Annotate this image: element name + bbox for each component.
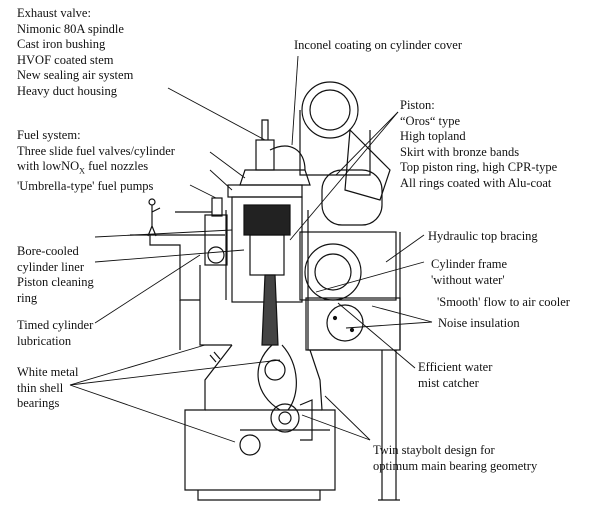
water-mist-line-1: Efficient water [418,360,493,374]
fuel-system-line-2: with lowNOX fuel nozzles [17,159,175,179]
staybolt-line-1: Twin staybolt design for [373,443,495,457]
piston-line-2: High topland [400,129,466,143]
exhaust-valve-label: Exhaust valve: Nimonic 80A spindle Cast … [17,6,133,99]
fuel-system-line-3: 'Umbrella-type' fuel pumps [17,179,154,193]
exhaust-valve-heading: Exhaust valve: [17,6,91,20]
turbocharger [299,81,391,226]
white-metal-line-1: White metal [17,365,79,379]
exhaust-valve-line-2: Cast iron bushing [17,37,106,51]
noise-insulation-label: Noise insulation [438,316,520,332]
piston-line-5: All rings coated with Alu-coat [400,175,552,190]
cylinder-frame-line-1: Cylinder frame [431,257,508,271]
bore-cooled-line-3: Piston cleaning [17,275,94,289]
staybolt-label: Twin staybolt design for optimum main be… [373,443,537,474]
inconel-label: Inconel coating on cylinder cover [294,38,462,54]
cylinder-frame-line-2: 'without water' [431,272,505,287]
hydraulic-label: Hydraulic top bracing [428,229,538,245]
white-metal-line-2: thin shell [17,380,64,395]
staybolt-line-2: optimum main bearing geometry [373,458,538,473]
exhaust-valve-line-5: Heavy duct housing [17,83,117,98]
inconel-text: Inconel coating on cylinder cover [294,38,462,52]
smooth-flow-label: 'Smooth' flow to air cooler [437,295,570,311]
bore-cooled-line-4: ring [17,290,38,305]
noise-insulation-text: Noise insulation [438,316,520,330]
bore-cooled-line-1: Bore-cooled [17,244,79,258]
piston-heading: Piston: [400,98,435,112]
cylinder-frame-label: Cylinder frame 'without water' [431,257,507,288]
water-mist-line-2: mist catcher [418,375,479,390]
cylinder-frame [179,265,340,351]
fuel-system-heading: Fuel system: [17,128,81,142]
callout-lines [69,55,433,443]
piston-line-3: Skirt with bronze bands [400,144,520,159]
water-mist-label: Efficient water mist catcher [418,360,492,391]
fuel-system-label: Fuel system: Three slide fuel valves/cyl… [17,128,175,195]
timed-lubrication-line-2: lubrication [17,333,72,348]
piston-label: Piston: “Oros“ type High topland Skirt w… [400,98,557,191]
fuel-pump [130,197,228,301]
air-cooler [299,231,401,501]
white-metal-line-3: bearings [17,396,60,410]
bore-cooled-label: Bore-cooled cylinder liner Piston cleani… [17,244,94,306]
cylinder-cover [227,119,311,198]
fuel-system-line-2-pre: with lowNO [17,159,80,173]
exhaust-valve-line-3: HVOF coated stem [17,52,114,67]
cylinder-liner [225,196,309,346]
exhaust-valve-line-4: New sealing air system [17,68,134,82]
timed-lubrication-line-1: Timed cylinder [17,318,94,332]
white-metal-label: White metal thin shell bearings [17,365,78,412]
fuel-system-line-2-post: fuel nozzles [84,159,149,173]
fuel-system-nox-subscript: X [79,166,85,176]
hydraulic-text: Hydraulic top bracing [428,229,538,243]
timed-lubrication-label: Timed cylinder lubrication [17,318,93,349]
smooth-flow-text: 'Smooth' flow to air cooler [437,295,570,309]
fuel-system-line-1: Three slide fuel valves/cylinder [17,143,175,158]
bore-cooled-line-2: cylinder liner [17,259,84,274]
crank-case [184,344,336,501]
piston-line-4: Top piston ring, high CPR-type [400,160,558,174]
exhaust-valve-line-1: Nimonic 80A spindle [17,21,124,36]
piston-line-1: “Oros“ type [400,113,461,128]
